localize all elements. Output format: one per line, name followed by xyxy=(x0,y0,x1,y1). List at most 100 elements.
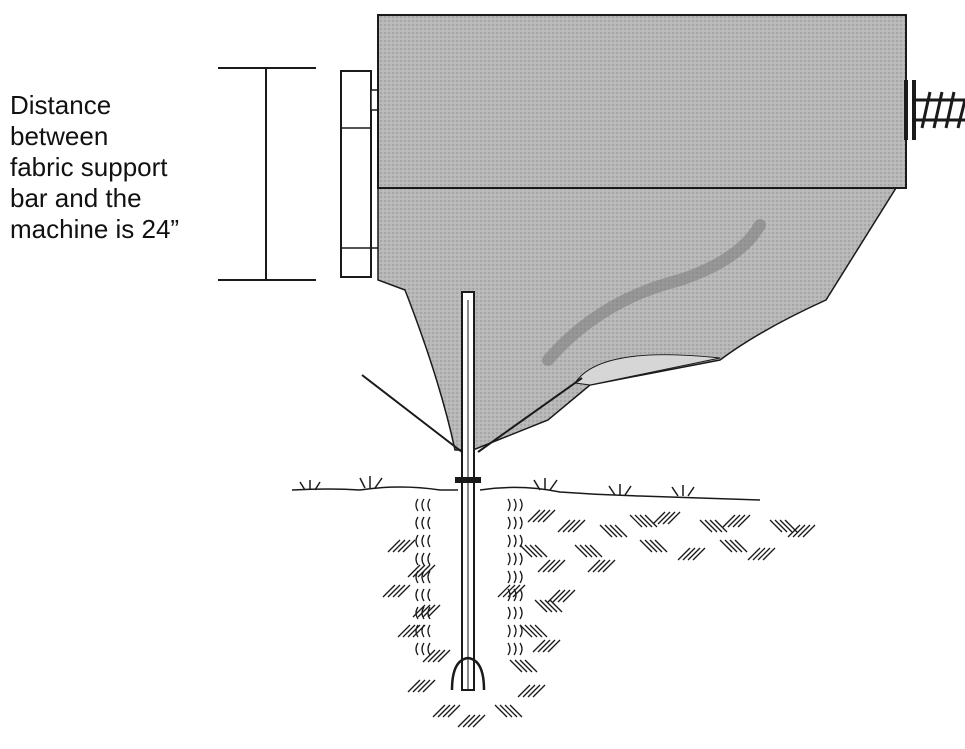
soil-hatch-mark xyxy=(432,704,446,718)
soil-hatch-mark xyxy=(797,524,811,538)
fabric-shadow-smudge xyxy=(542,219,766,366)
soil-hatch-mark xyxy=(769,519,783,533)
soil-hatch-mark xyxy=(527,509,541,523)
soil-hatch-mark xyxy=(584,544,598,558)
soil-arc-mark xyxy=(519,570,523,584)
soil-hatching xyxy=(382,498,816,728)
soil-arc-mark xyxy=(427,570,431,584)
soil-hatch-mark xyxy=(587,559,601,573)
soil-hatch-mark xyxy=(519,624,533,638)
soil-arc-mark xyxy=(415,552,419,566)
deflector-plates xyxy=(361,374,583,453)
soil-hatch-mark xyxy=(427,649,441,663)
soil-hatch-mark xyxy=(534,544,548,558)
soil-hatch-mark xyxy=(494,704,508,718)
soil-hatch-mark xyxy=(499,704,513,718)
soil-hatch-mark xyxy=(592,559,606,573)
soil-hatch-mark xyxy=(422,649,436,663)
soil-hatch-mark xyxy=(589,544,603,558)
soil-hatch-mark xyxy=(509,704,523,718)
soil-hatch-mark xyxy=(644,514,658,528)
soil-hatch-mark xyxy=(547,559,561,573)
soil-arc-mark xyxy=(507,642,511,656)
soil-hatch-mark xyxy=(524,624,538,638)
insertion-blade xyxy=(450,291,486,691)
soil-hatch-mark xyxy=(412,564,426,578)
soil-hatch-mark xyxy=(614,524,628,538)
soil-hatch-mark xyxy=(514,659,528,673)
soil-hatch-mark xyxy=(662,511,676,525)
soil-arc-mark xyxy=(513,588,517,602)
soil-hatch-mark xyxy=(552,559,566,573)
soil-hatch-mark xyxy=(549,599,563,613)
soil-hatch-mark xyxy=(417,679,431,693)
soil-arc-mark xyxy=(427,606,431,620)
soil-hatch-mark xyxy=(652,511,666,525)
soil-hatch-mark xyxy=(572,519,586,533)
soil-hatch-mark xyxy=(602,559,616,573)
soil-arc-mark xyxy=(415,498,419,512)
soil-hatch-mark xyxy=(787,524,801,538)
dimension-bracket xyxy=(218,67,316,281)
soil-hatch-mark xyxy=(574,544,588,558)
soil-hatch-mark xyxy=(792,524,806,538)
soil-hatch-mark xyxy=(467,714,481,728)
soil-hatch-mark xyxy=(422,604,436,618)
soil-hatch-mark xyxy=(727,514,741,528)
soil-hatch-mark xyxy=(714,519,728,533)
soil-hatch-mark xyxy=(407,564,421,578)
fabric-fold xyxy=(574,354,721,386)
soil-arc-mark xyxy=(421,642,425,656)
soil-hatch-mark xyxy=(692,547,706,561)
soil-hatch-mark xyxy=(497,584,511,598)
soil-arc-mark xyxy=(507,498,511,512)
soil-hatch-mark xyxy=(534,599,548,613)
soil-hatch-mark xyxy=(422,679,436,693)
soil-hatch-mark xyxy=(537,639,551,653)
soil-hatch-mark xyxy=(629,514,643,528)
soil-hatch-mark xyxy=(542,509,556,523)
soil-hatch-mark xyxy=(417,604,431,618)
soil-hatch-mark xyxy=(537,559,551,573)
soil-arc-mark xyxy=(519,588,523,602)
soil-hatch-mark xyxy=(639,539,653,553)
soil-hatch-mark xyxy=(532,684,546,698)
soil-hatch-mark xyxy=(397,584,411,598)
soil-arc-mark xyxy=(513,642,517,656)
soil-arc-mark xyxy=(427,498,431,512)
soil-hatch-mark xyxy=(599,524,613,538)
soil-hatch-mark xyxy=(524,659,538,673)
soil-arc-mark xyxy=(415,588,419,602)
soil-hatch-mark xyxy=(527,684,541,698)
soil-hatch-mark xyxy=(447,704,461,718)
soil-hatch-mark xyxy=(609,524,623,538)
soil-hatch-mark xyxy=(392,584,406,598)
soil-arc-mark xyxy=(513,516,517,530)
annotation-line-5: machine is 24” xyxy=(10,214,180,244)
soil-arc-mark xyxy=(507,534,511,548)
soil-hatch-mark xyxy=(547,589,561,603)
soil-hatch-mark xyxy=(397,539,411,553)
soil-hatch-mark xyxy=(737,514,751,528)
soil-arc-mark xyxy=(427,588,431,602)
soil-hatch-mark xyxy=(432,649,446,663)
soil-hatch-mark xyxy=(557,519,571,533)
soil-hatch-mark xyxy=(504,704,518,718)
soil-hatch-mark xyxy=(412,604,426,618)
soil-arc-mark xyxy=(415,516,419,530)
soil-hatch-mark xyxy=(537,509,551,523)
annotation-line-1: Distance xyxy=(10,90,112,120)
soil-hatch-mark xyxy=(562,589,576,603)
soil-hatch-mark xyxy=(752,547,766,561)
soil-hatch-mark xyxy=(517,684,531,698)
soil-hatch-mark xyxy=(462,714,476,728)
soil-arc-mark xyxy=(427,642,431,656)
soil-hatch-mark xyxy=(552,589,566,603)
soil-arc-mark xyxy=(519,534,523,548)
soil-hatch-mark xyxy=(722,514,736,528)
soil-hatch-mark xyxy=(534,624,548,638)
soil-arc-mark xyxy=(421,534,425,548)
soil-arc-mark xyxy=(427,516,431,530)
